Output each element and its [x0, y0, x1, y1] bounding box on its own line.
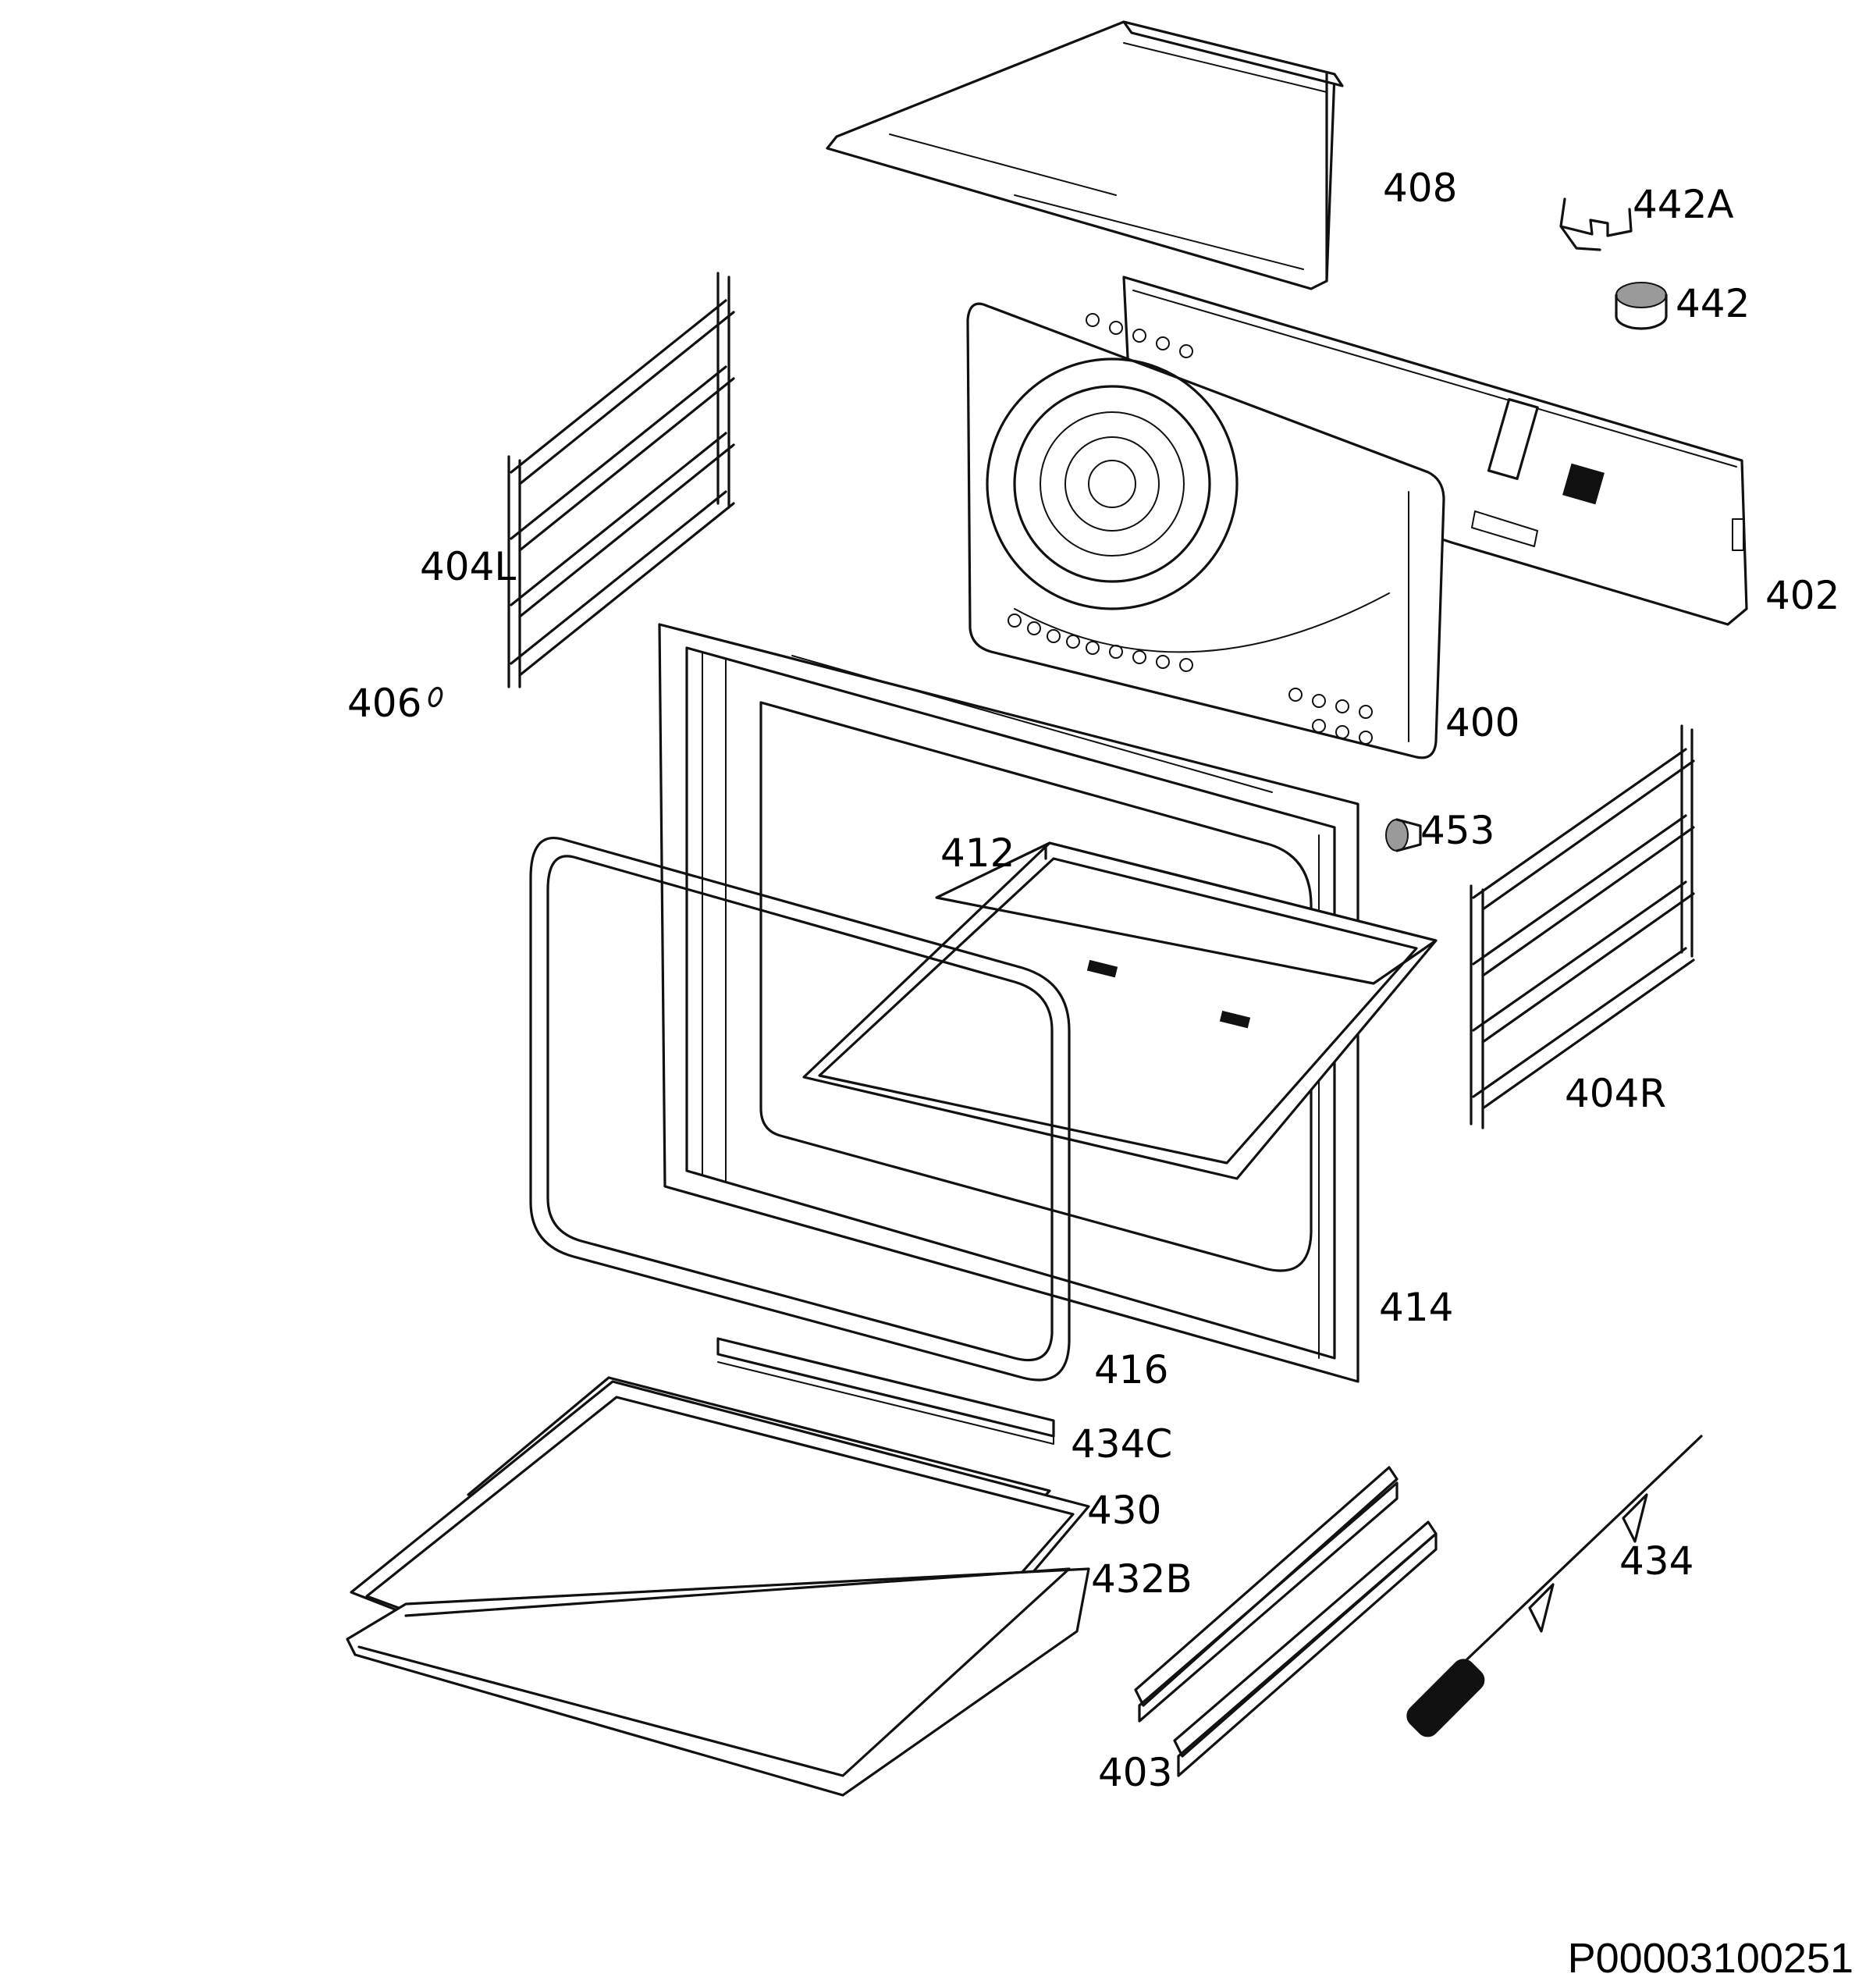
part-432B-baking-tray — [346, 1380, 1090, 1797]
label-404L: 404L — [420, 544, 516, 589]
part-404R-right-rack — [1470, 724, 1695, 1129]
label-442A: 442A — [1633, 182, 1734, 227]
label-430: 430 — [1087, 1488, 1161, 1533]
part-416-door-seal — [529, 837, 1071, 1382]
part-434-rotisserie-spit — [1406, 1435, 1703, 1737]
label-404R: 404R — [1565, 1071, 1666, 1116]
label-408: 408 — [1383, 165, 1457, 211]
part-406-fastener — [428, 686, 443, 708]
label-434: 434 — [1619, 1538, 1694, 1584]
label-434C: 434C — [1071, 1421, 1172, 1467]
part-442-cap — [1615, 282, 1668, 330]
label-403: 403 — [1098, 1750, 1172, 1795]
part-402-back-panel — [1122, 276, 1748, 626]
part-434C-wire-shelf — [716, 1337, 1055, 1445]
label-400: 400 — [1445, 700, 1519, 745]
part-400-fan-cover — [966, 302, 1445, 759]
label-416: 416 — [1094, 1347, 1168, 1392]
label-453: 453 — [1420, 808, 1494, 853]
label-406: 406 — [347, 681, 421, 726]
part-453-lamp — [1385, 818, 1422, 852]
fan-cover-vent-holes — [1008, 313, 1373, 745]
label-414: 414 — [1379, 1285, 1453, 1330]
label-432B: 432B — [1091, 1556, 1192, 1602]
part-412-tray — [802, 841, 1438, 1180]
part-404L-left-rack — [507, 272, 735, 688]
drawing-code: P00003100251 — [1568, 1935, 1853, 1982]
label-412: 412 — [940, 830, 1015, 876]
part-442A-clip — [1559, 197, 1633, 251]
part-408-top-cover — [826, 20, 1344, 290]
label-402: 402 — [1765, 573, 1839, 618]
label-442: 442 — [1676, 281, 1750, 326]
part-403-telescopic-rails — [1134, 1466, 1438, 1777]
